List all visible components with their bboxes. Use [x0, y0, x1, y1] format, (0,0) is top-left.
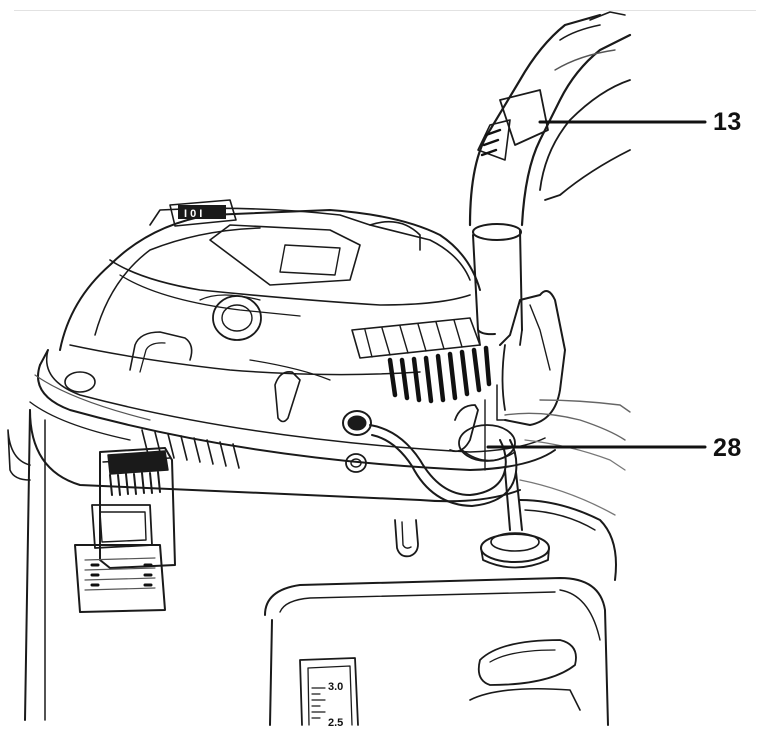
hook-clip [394, 519, 419, 558]
callout-label-28: 28 [713, 434, 742, 462]
leader-lines [486, 120, 707, 449]
nozzle-holder [449, 290, 631, 516]
hose-port [342, 410, 523, 531]
level-gauge [299, 657, 359, 726]
motor-head [59, 199, 481, 423]
callout-label-13: 13 [713, 108, 742, 136]
wand-nozzle [468, 11, 632, 346]
side-latch [74, 447, 176, 613]
tank-body [7, 409, 521, 721]
water-tank [264, 499, 617, 726]
vent-grille [351, 317, 492, 404]
top-divider [14, 10, 756, 11]
rim-slots [141, 429, 240, 469]
